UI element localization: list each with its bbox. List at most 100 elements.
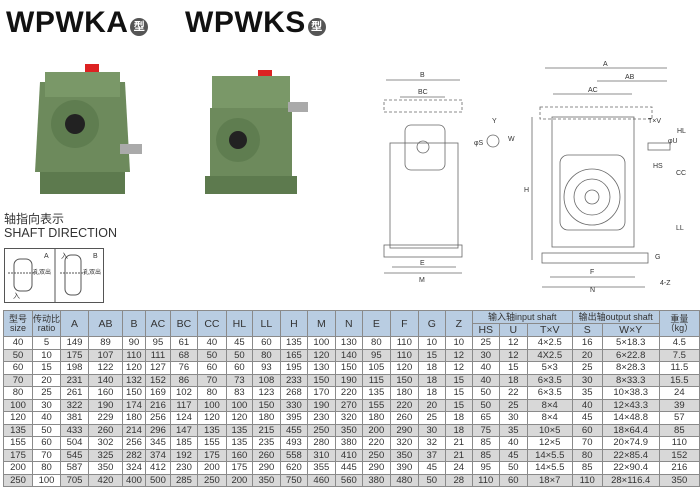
header-weight-line: （kg）	[665, 322, 694, 333]
table-cell: 216	[144, 398, 171, 412]
table-cell: 57	[658, 411, 700, 425]
dim-g: G	[655, 254, 660, 261]
header-e: E	[361, 310, 391, 337]
title-suffix: 型	[130, 18, 149, 36]
header-m: M	[306, 310, 336, 337]
table-cell: 8×28.3	[601, 361, 660, 375]
table-cell: 195	[279, 361, 308, 375]
table-cell: 4X2.5	[526, 348, 573, 362]
table-cell: 10	[444, 336, 473, 350]
title-suffix: 型	[307, 18, 326, 36]
table-cell: 11.5	[658, 361, 700, 375]
table-cell: 45	[225, 336, 253, 350]
table-cell: 500	[144, 473, 171, 487]
table-cell: 20	[417, 398, 446, 412]
dim-4z: 4-Z	[660, 280, 671, 287]
table-cell: 322	[60, 398, 89, 412]
table-cell: 24	[444, 461, 473, 475]
dim-w: W	[508, 136, 515, 143]
table-cell: 107	[87, 348, 123, 362]
table-cell: 65	[471, 411, 500, 425]
table-cell: 20×74.9	[601, 436, 660, 450]
table-cell: 30	[571, 373, 603, 387]
header-b: B	[121, 310, 146, 337]
table-cell: 175	[196, 448, 227, 462]
header-ac: AC	[144, 310, 171, 337]
title-text: WPWKA	[6, 6, 129, 39]
direction-a-label: A	[44, 253, 49, 260]
table-cell: 21	[444, 448, 473, 462]
table-cell: 130	[334, 336, 363, 350]
table-cell: 132	[121, 373, 146, 387]
table-cell: 215	[251, 423, 281, 437]
dim-txv: T×V	[648, 118, 661, 125]
table-cell: 230	[169, 461, 198, 475]
wpwka-gearbox-photo	[35, 64, 142, 194]
table-cell: 268	[279, 386, 308, 400]
table-cell: 5	[31, 336, 62, 350]
dim-hs: HS	[653, 163, 663, 170]
table-cell: 75	[471, 423, 500, 437]
table-cell: 135	[225, 436, 253, 450]
header-h: H	[279, 310, 308, 337]
table-cell: 140	[334, 348, 363, 362]
dimension-drawing: B BC E M Y W φS A AB AC T×V HL φU HS CC …	[383, 61, 686, 294]
table-cell: 282	[121, 448, 146, 462]
table-cell: 355	[306, 461, 336, 475]
table-cell: 18	[417, 373, 446, 387]
dim-ll: LL	[676, 225, 684, 232]
dim-hl: HL	[677, 128, 686, 135]
header-z: Z	[444, 310, 473, 337]
table-cell: 260	[251, 448, 281, 462]
table-cell: 80	[571, 448, 603, 462]
table-cell: 93	[251, 361, 281, 375]
table-cell: 80	[361, 336, 391, 350]
table-cell: 61	[169, 336, 198, 350]
table-cell: 260	[389, 411, 419, 425]
table-cell: 152	[144, 373, 171, 387]
table-cell: 5×18.3	[601, 336, 660, 350]
table-cell: 433	[60, 423, 89, 437]
table-cell: 50	[225, 348, 253, 362]
table-cell: 110	[389, 336, 419, 350]
table-cell: 10×38.3	[601, 386, 660, 400]
table-cell: 40	[471, 373, 500, 387]
table-cell: 60	[225, 361, 253, 375]
dim-n: N	[590, 287, 595, 294]
table-cell: 4.5	[658, 336, 700, 350]
table-cell: 169	[144, 386, 171, 400]
shaft-direction-drawing	[8, 249, 87, 302]
table-cell: 15	[444, 373, 473, 387]
table-cell: 120	[121, 361, 146, 375]
table-cell: 175	[3, 448, 33, 462]
dim-b: B	[420, 72, 425, 79]
header-n: N	[334, 310, 363, 337]
table-cell: 558	[279, 448, 308, 462]
table-cell: 110	[389, 348, 419, 362]
table-cell: 60	[196, 361, 227, 375]
table-cell: 10	[31, 348, 62, 362]
table-cell: 200	[361, 423, 391, 437]
table-cell: 15	[31, 361, 62, 375]
table-cell: 100	[196, 398, 227, 412]
table-cell: 290	[361, 461, 391, 475]
table-cell: 231	[60, 373, 89, 387]
shaft-direction-en: SHAFT DIRECTION	[4, 226, 117, 240]
table-cell: 20	[571, 348, 603, 362]
table-cell: 6×3.5	[526, 386, 573, 400]
table-cell: 105	[361, 361, 391, 375]
table-cell: 192	[169, 448, 198, 462]
output-label-b: 孔双出	[83, 270, 102, 276]
table-cell: 235	[251, 436, 281, 450]
header-ratio-line: 传动比	[32, 313, 60, 324]
table-cell: 302	[87, 436, 123, 450]
table-cell: 28	[444, 473, 473, 487]
table-cell: 60	[571, 423, 603, 437]
table-cell: 350	[334, 423, 363, 437]
table-cell: 110	[121, 348, 146, 362]
table-cell: 198	[60, 361, 89, 375]
table-cell: 4×2.5	[526, 336, 573, 350]
